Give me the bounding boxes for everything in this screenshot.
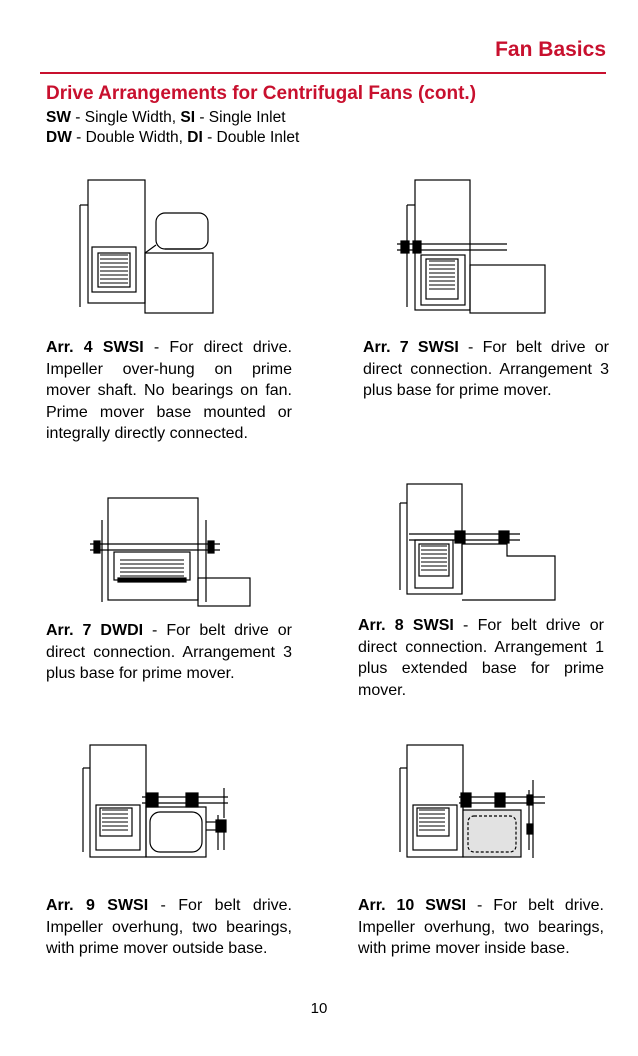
arr7-dwdi-caption: Arr. 7 DWDI - For belt drive or direct c…: [46, 622, 292, 682]
section-title: Drive Arrangements for Centrifugal Fans …: [46, 83, 477, 104]
arr8-swsi-caption: Arr. 8 SWSI - For belt drive or direct c…: [358, 617, 605, 699]
arr10-swsi-caption: Arr. 10 SWSI - For belt drive. Impeller …: [358, 897, 604, 957]
arr4-swsi-diagram: [70, 175, 270, 320]
arr7-swsi-diagram: [395, 175, 555, 320]
page-number: 10: [310, 1000, 328, 1017]
header-rule: [40, 72, 606, 74]
arr7-swsi-caption: Arr. 7 SWSI - For belt drive or direct c…: [363, 339, 610, 399]
abbreviation-line-1: SW - Single Width, SI - Single Inlet: [46, 109, 286, 126]
arr4-swsi-caption: Arr. 4 SWSI - For direct drive. Impeller…: [46, 339, 293, 442]
arr7-dwdi-diagram: [88, 490, 258, 615]
arr9-swsi-diagram: [78, 740, 238, 870]
abbreviation-line-2: DW - Double Width, DI - Double Inlet: [46, 129, 300, 146]
header-title: Fan Basics: [495, 38, 606, 61]
arr9-swsi-caption: Arr. 9 SWSI - For belt drive. Impeller o…: [46, 897, 292, 957]
arr10-swsi-diagram: [395, 740, 555, 870]
arr8-swsi-diagram: [395, 478, 560, 608]
